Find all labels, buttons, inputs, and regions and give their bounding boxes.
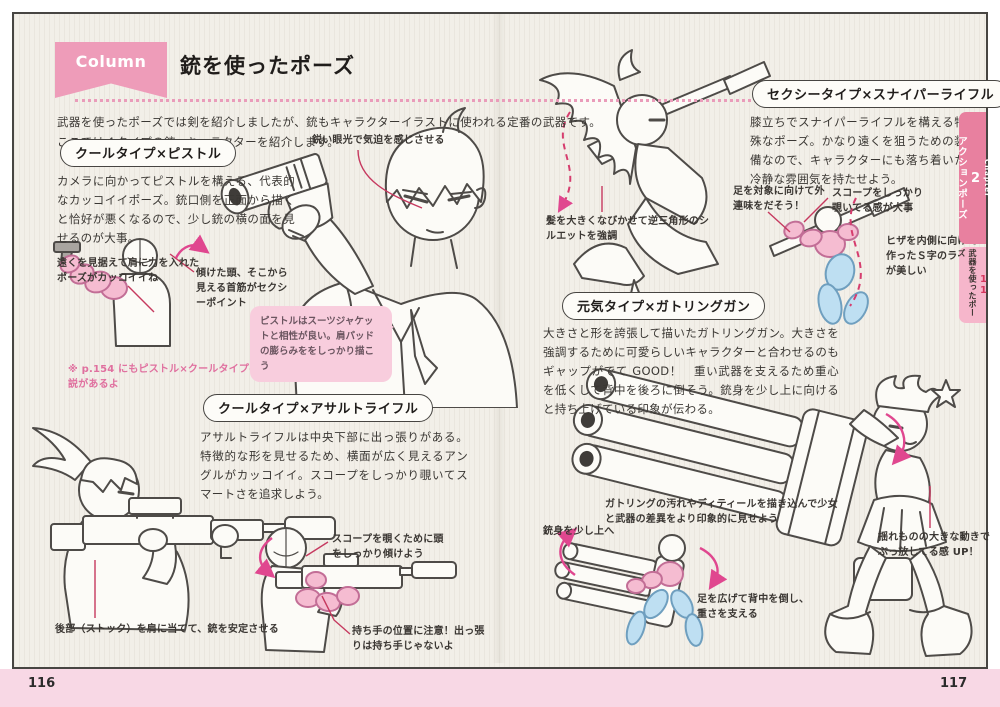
page-number-left: 116 [28,676,56,691]
sniper-suppressor [867,187,910,217]
footer-band [0,669,1000,707]
chapter-number: 2 [968,170,983,186]
note-page-reference: ※ p.154 にもピストル×クールタイプの解説があるよ [68,364,270,390]
blue-legs [817,253,869,325]
illustration-gatling-character [571,368,973,657]
section-heading-sniper: セクシータイプ×スナイパーライフル [752,80,1000,108]
pink-arm [59,254,128,300]
section-name: 武器を使ったポーズ [957,249,977,317]
section-heading-gatling: 元気タイプ×ガトリングガン [562,292,766,320]
rifle-suppressor [411,561,457,579]
section-body-sniper: 膝立ちでスナイパーライフルを構える特殊なポーズ。かなり遠くを狙うための装備なので… [750,115,966,186]
illustration-gatling-mannequin [554,534,704,647]
necktie [410,309,438,385]
rifle-stock [50,523,86,551]
note-barrel-up: 銃身を少し上へ [543,526,615,537]
hand [211,524,239,548]
note-sharp-gaze: 鋭い眼光で気迫を感じさせる [312,135,445,146]
note-knee-s-line: ヒザを内側に向けて作ったＳ字のラインが美しい [886,236,978,277]
dotted-rule [75,99,937,102]
section-heading-assault: クールタイプ×アサルトライフル [203,394,434,422]
sidebar-tab-section: 11 武器を使ったポーズ [957,247,989,323]
leg [627,197,719,275]
note-gatling-detail: ガトリングの汚れやディティールを描き込んで少女と武器の差異をより印象的に見せよう [605,499,838,525]
note-hair-silhouette: 髪を大きくなびかせて逆三角形のシルエットを強調 [546,216,710,242]
page-title: 銃を使ったポーズ [180,54,355,78]
sniper-suppressor [723,61,771,95]
page-number-right: 117 [940,676,968,691]
star-icon [931,379,961,408]
note-legs-support: 足を広げて背中を倒し、重さを支える [697,594,810,620]
note-stock: 後部（ストック）を肩に当てて、銃を安定させる [55,624,279,635]
illustration-pistol-mannequin [53,238,171,347]
section-heading-pistol: クールタイプ×ピストル [60,139,237,167]
speech-bubble-suit-jacket: ピストルはスーツジャケットと相性が良い。肩パッドの膨らみををしっかり描こう [250,306,394,382]
chapter-label: Chapter [983,158,991,198]
rifle-scope [128,497,182,515]
note-scope-look: スコープをしっかり覗いてる感が大事 [832,188,924,214]
gatling-housing [775,408,869,547]
illustration-sniper-character [539,49,771,296]
blue-legs [625,588,704,647]
column-ribbon-label: Column [75,52,147,71]
high-heel [573,242,645,286]
section-body-assault: アサルトライフルは中央下部に出っ張りがある。特徴的な形を見せるため、横面が広く見… [200,430,468,501]
note-neck-line: 傾けた頭、そこから見える首筋がセクシーポイント [196,268,288,309]
bangs [80,457,138,493]
note-motion-up: 揺れものの大きな動きでぶっ放してる感 UP！ [878,532,991,558]
intro-line-1: 武器を使ったポーズでは剣を紹介しましたが、銃もキャラクターイラストに使われる定番… [57,115,602,129]
gatling-gun [571,368,869,547]
mannequin-head [658,534,686,562]
chapter-name: アクションポーズ [956,136,967,220]
hand [138,528,168,552]
pink-upper-body [626,561,684,594]
section-number: 11 [978,274,989,296]
note-far-look: 遠くを見据えて肩に力を入れたポーズがカッコイイね [57,258,200,284]
kneeling-body [634,143,708,225]
note-foot-target: 足を対象に向けて外連味をだそう！ [733,186,825,212]
note-grip-position: 持ち手の位置に注意！出っ張りは持ち手じゃないよ [352,626,485,652]
note-scope-tilt: スコープを覗くために頭をしっかり傾けよう [332,534,444,560]
sidebar-tab-chapter: Chapter 2 アクションポーズ [956,112,991,244]
section-body-gatling: 大きさと形を誇張して描いたガトリングガン。大きさを強調するために可愛らしいキャラ… [543,326,839,416]
rifle-scope [323,553,359,567]
section-body-pistol: カメラに向かってピストルを構える、代表的なカッコイイポーズ。銃口側を正面から描く… [57,174,295,245]
messy-hair [875,374,941,413]
left-boot [824,545,887,655]
right-boot [909,549,973,657]
ponytail [32,427,92,481]
